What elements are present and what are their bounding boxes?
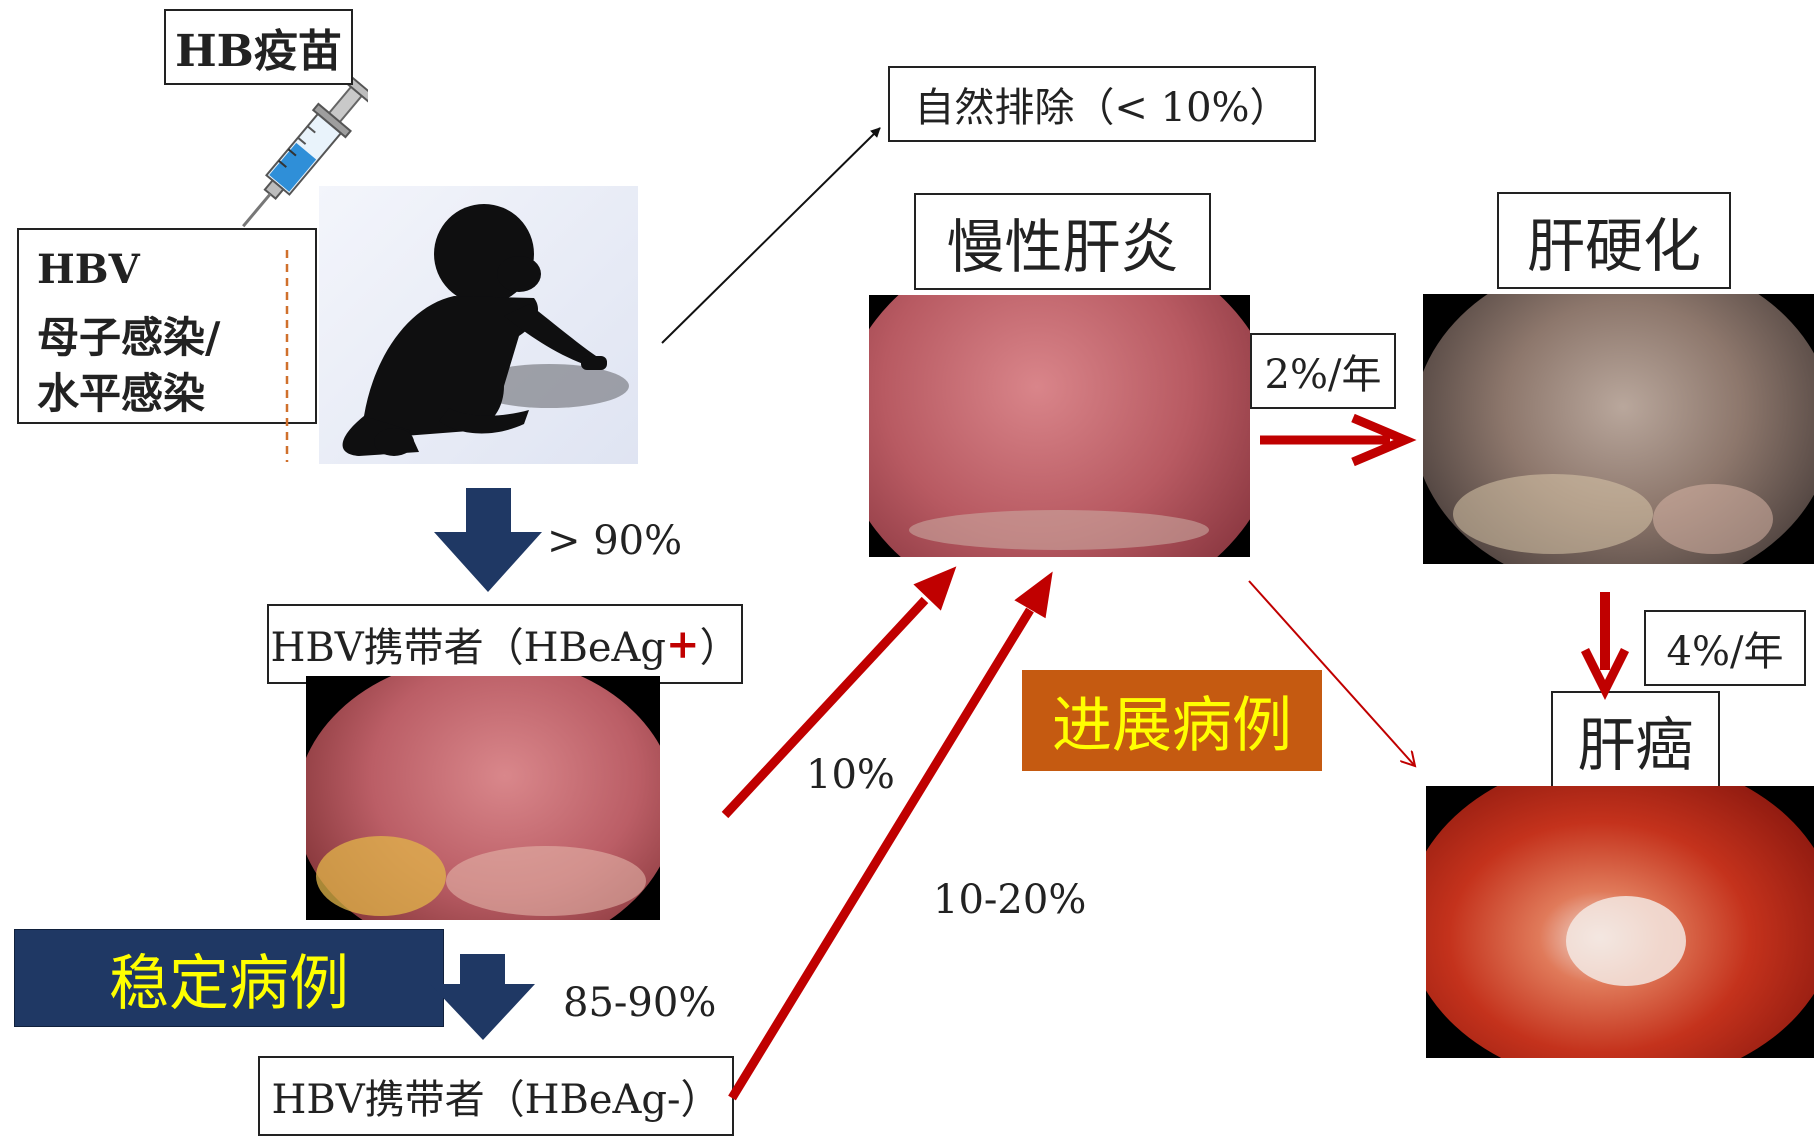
arrow-hepatitis-to-cancer xyxy=(1249,581,1415,766)
arrow-hepatitis-to-cirrhosis xyxy=(1260,418,1405,462)
arrow-carrier-pos-to-neg xyxy=(430,954,535,1040)
arrow-infant-to-carrier xyxy=(434,488,542,592)
arrow-carrier-pos-to-hepatitis xyxy=(725,570,953,815)
arrow-carrier-neg-to-hepatitis xyxy=(732,576,1050,1098)
arrow-to-natural-clearance xyxy=(662,128,880,343)
arrow-cirrhosis-to-cancer xyxy=(1585,592,1625,690)
